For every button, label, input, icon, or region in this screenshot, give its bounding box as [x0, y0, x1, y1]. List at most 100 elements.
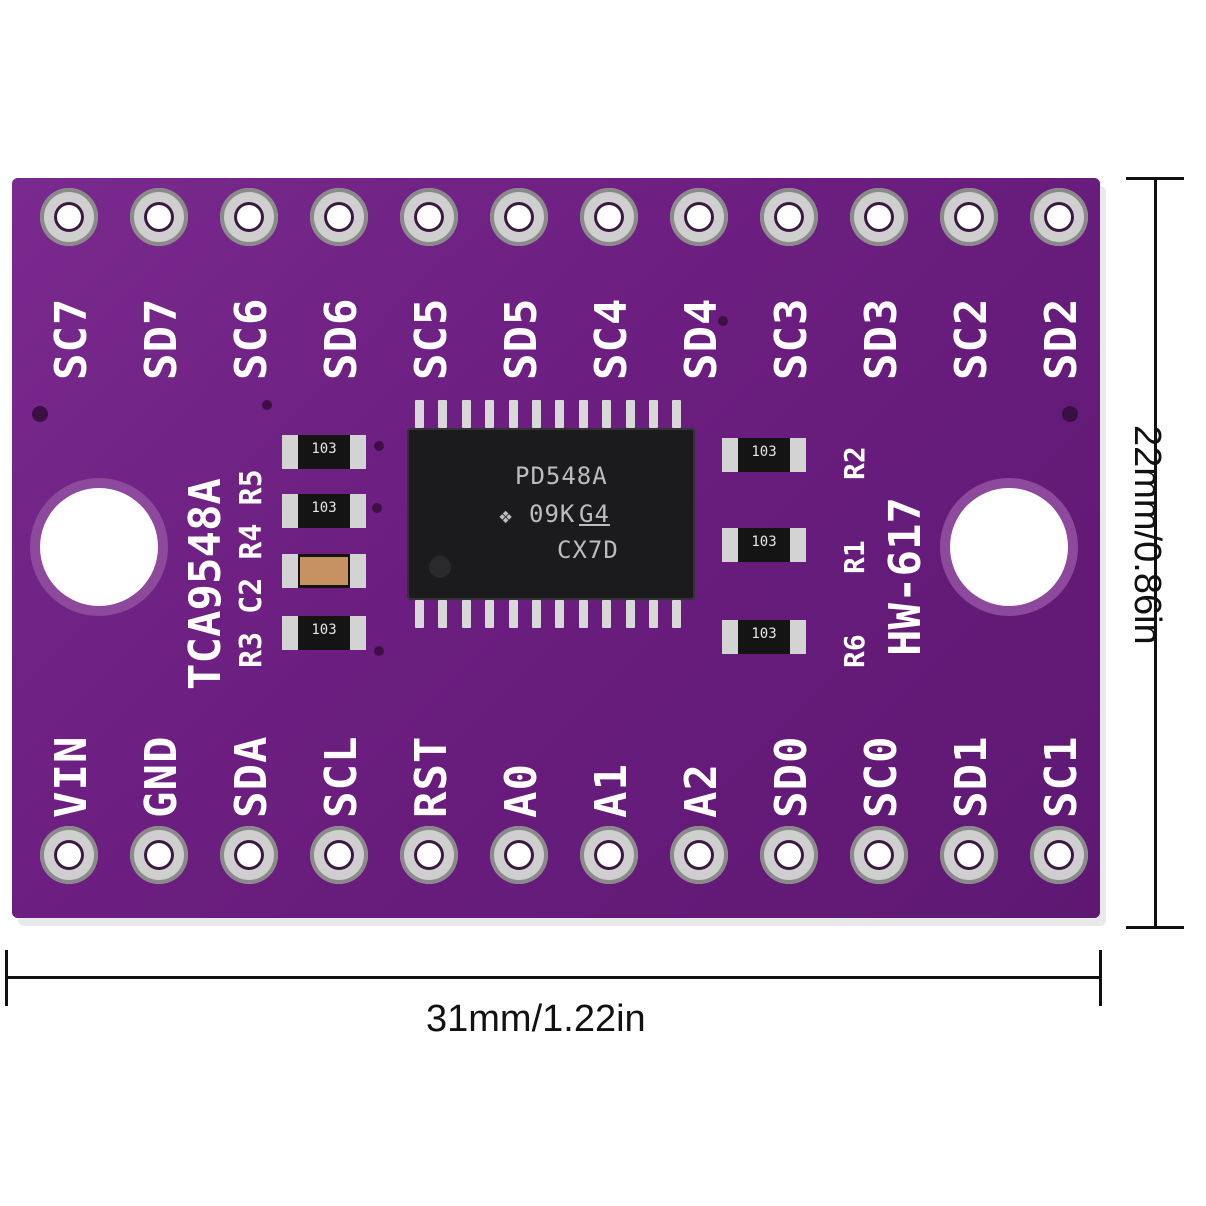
ic-pin — [555, 600, 565, 628]
resistor: 103 — [282, 494, 366, 528]
pin-label-top: SD3 — [856, 297, 907, 380]
header-pad-top — [850, 188, 908, 246]
pin-label-top: SC4 — [586, 297, 637, 380]
label-r2: R2 — [838, 446, 871, 480]
header-pad-bottom — [220, 826, 278, 884]
ic-pin — [461, 600, 471, 628]
ic-pin — [649, 600, 658, 628]
ic-pin — [485, 600, 495, 628]
via — [718, 316, 728, 326]
header-pad-top — [580, 188, 638, 246]
pin-label-bottom: SC0 — [856, 735, 907, 818]
via — [32, 406, 48, 422]
ic-pin — [578, 400, 588, 428]
header-pad-top — [220, 188, 278, 246]
pin-label-top: SC3 — [766, 297, 817, 380]
ic-marking-line3: CX7D — [557, 536, 619, 564]
resistor: 103 — [282, 616, 366, 650]
header-pad-bottom — [850, 826, 908, 884]
mounting-hole-right — [950, 488, 1068, 606]
pin-label-top: SC7 — [46, 297, 97, 380]
ic-pin — [415, 600, 424, 628]
pin-label-top: SC6 — [226, 297, 277, 380]
header-pad-top — [490, 188, 548, 246]
width-dimension-label: 31mm/1.22in — [426, 998, 646, 1040]
ic-pin — [602, 400, 612, 428]
ic-pin — [532, 600, 541, 628]
pin-label-top: SC2 — [946, 297, 997, 380]
header-pad-bottom — [400, 826, 458, 884]
capacitor — [282, 554, 366, 588]
pin-label-top: SD7 — [136, 297, 187, 380]
ic-pin — [672, 400, 682, 428]
pin-label-bottom: SD1 — [946, 735, 997, 818]
height-dimension-label: 22mm/0.86in — [1126, 425, 1168, 645]
pin-label-bottom: SD0 — [766, 735, 817, 818]
header-pad-top — [670, 188, 728, 246]
header-pad-top — [940, 188, 998, 246]
pin-label-bottom: GND — [136, 735, 187, 818]
resistor: 103 — [282, 435, 366, 469]
pin-label-top: SD4 — [676, 297, 727, 380]
tca9548a-chip: PD548A ❖ 09K G4 CX7D — [407, 428, 695, 600]
header-pad-bottom — [130, 826, 188, 884]
width-dimension-cap-left — [5, 950, 8, 1006]
pin-label-bottom: A2 — [676, 763, 727, 818]
ic-pin — [625, 600, 635, 628]
pcb-board: TCA9548A R3 C2 R4 R5 HW-617 R2 R1 R6 103… — [12, 178, 1100, 918]
width-dimension-line — [6, 976, 1102, 979]
pin-label-bottom: VIN — [46, 735, 97, 818]
width-dimension-cap-right — [1099, 950, 1102, 1006]
pin-label-top: SD5 — [496, 297, 547, 380]
resistor: 103 — [722, 620, 806, 654]
header-pad-bottom — [310, 826, 368, 884]
ic-pin — [438, 400, 448, 428]
ic-pin — [602, 600, 612, 628]
header-pad-top — [760, 188, 818, 246]
header-pad-top — [130, 188, 188, 246]
pin-label-bottom: RST — [406, 735, 457, 818]
header-pad-top — [310, 188, 368, 246]
pin-label-bottom: SCL — [316, 735, 367, 818]
chip-name-label: TCA9548A — [180, 478, 231, 690]
pin-label-bottom: A1 — [586, 763, 637, 818]
left-component-labels: R3 C2 R4 R5 — [234, 469, 269, 668]
ic-pin — [508, 400, 518, 428]
ic-pin — [438, 600, 448, 628]
pin-label-top: SD2 — [1036, 297, 1087, 380]
ic-marking-line2: 09K — [529, 500, 576, 528]
ic-marking-line1: PD548A — [515, 462, 608, 490]
header-pad-bottom — [490, 826, 548, 884]
via — [1062, 406, 1078, 422]
resistor: 103 — [722, 528, 806, 562]
ic-pin — [461, 400, 471, 428]
via — [374, 441, 384, 451]
model-label: HW-617 — [880, 497, 931, 656]
header-pad-top — [1030, 188, 1088, 246]
pin-label-bottom: SC1 — [1036, 735, 1087, 818]
height-dimension-cap-top — [1126, 177, 1184, 180]
header-pad-bottom — [580, 826, 638, 884]
ic-marking-line2b: G4 — [579, 500, 610, 528]
header-pad-bottom — [940, 826, 998, 884]
pin-label-bottom: SDA — [226, 735, 277, 818]
ic-pin — [508, 600, 518, 628]
via — [372, 503, 382, 513]
ic-pin — [649, 400, 658, 428]
ic-pin — [555, 400, 565, 428]
ic-pin — [578, 600, 588, 628]
height-dimension-cap-bottom — [1126, 926, 1184, 929]
pin-label-bottom: A0 — [496, 763, 547, 818]
pin-label-top: SD6 — [316, 297, 367, 380]
header-pad-bottom — [760, 826, 818, 884]
pin1-dot — [429, 556, 451, 578]
height-dimension-line — [1154, 178, 1157, 928]
label-r1: R1 — [838, 540, 871, 574]
pin-label-top: SC5 — [406, 297, 457, 380]
mounting-hole-left — [40, 488, 158, 606]
via — [262, 400, 272, 410]
resistor: 103 — [722, 438, 806, 472]
ic-pin — [532, 400, 541, 428]
header-pad-bottom — [40, 826, 98, 884]
header-pad-bottom — [670, 826, 728, 884]
